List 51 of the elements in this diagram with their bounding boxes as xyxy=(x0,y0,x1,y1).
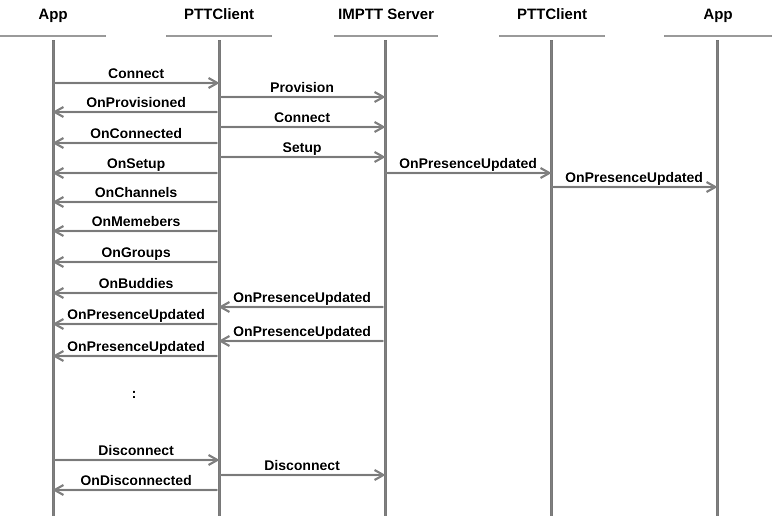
message-arrow xyxy=(219,334,384,348)
message-arrow xyxy=(220,90,385,104)
message-label: Connect xyxy=(108,65,164,81)
message-label: OnChannels xyxy=(94,184,178,200)
message-label: Disconnect xyxy=(98,442,174,458)
message-arrow xyxy=(53,484,218,496)
message-label: Provision xyxy=(270,79,334,95)
message-label: OnSetup xyxy=(106,155,166,171)
message-label: OnConnected xyxy=(90,125,182,141)
message-arrow xyxy=(54,76,219,90)
message-arrow xyxy=(220,150,385,164)
lifeline-header: IMPTT Server xyxy=(334,6,438,37)
message-label: OnPresenceUpdated xyxy=(399,155,537,171)
message-arrow xyxy=(53,318,218,330)
message-label: OnPresenceUpdated xyxy=(67,306,205,322)
message-label: OnMemebers xyxy=(92,213,180,229)
message-arrow xyxy=(220,468,385,482)
message-label: OnPresenceUpdated xyxy=(233,323,371,339)
message-arrow xyxy=(552,180,717,194)
message-arrow xyxy=(53,350,218,362)
message-arrow xyxy=(53,196,218,208)
message-arrow xyxy=(53,136,218,150)
message-arrow xyxy=(53,106,218,118)
message-arrow xyxy=(53,286,218,300)
message-label: OnDisconnected xyxy=(80,472,192,488)
continuation-mark: : xyxy=(132,385,136,401)
message-arrow xyxy=(219,300,384,314)
message-label: OnGroups xyxy=(101,244,171,260)
lifeline-header: PTTClient xyxy=(499,6,605,37)
message-label: OnProvisioned xyxy=(86,94,186,110)
message-label: OnPresenceUpdated xyxy=(67,338,205,354)
message-arrow xyxy=(386,166,551,180)
lifeline xyxy=(52,40,54,516)
message-arrow xyxy=(53,224,218,238)
message-label: OnPresenceUpdated xyxy=(565,169,703,185)
lifeline xyxy=(218,40,220,516)
message-label: Connect xyxy=(274,109,330,125)
message-arrow xyxy=(220,120,385,134)
lifeline-header: App xyxy=(0,6,106,37)
message-label: OnPresenceUpdated xyxy=(233,289,371,305)
message-arrow xyxy=(53,166,218,180)
message-label: Setup xyxy=(282,139,322,155)
lifeline xyxy=(716,40,718,516)
message-label: OnBuddies xyxy=(98,275,174,291)
message-label: Disconnect xyxy=(264,457,340,473)
lifeline-header: App xyxy=(664,6,772,37)
lifeline-header: PTTClient xyxy=(166,6,272,37)
lifeline xyxy=(384,40,386,516)
message-arrow xyxy=(54,454,219,466)
message-arrow xyxy=(53,256,218,268)
lifeline xyxy=(550,40,552,516)
